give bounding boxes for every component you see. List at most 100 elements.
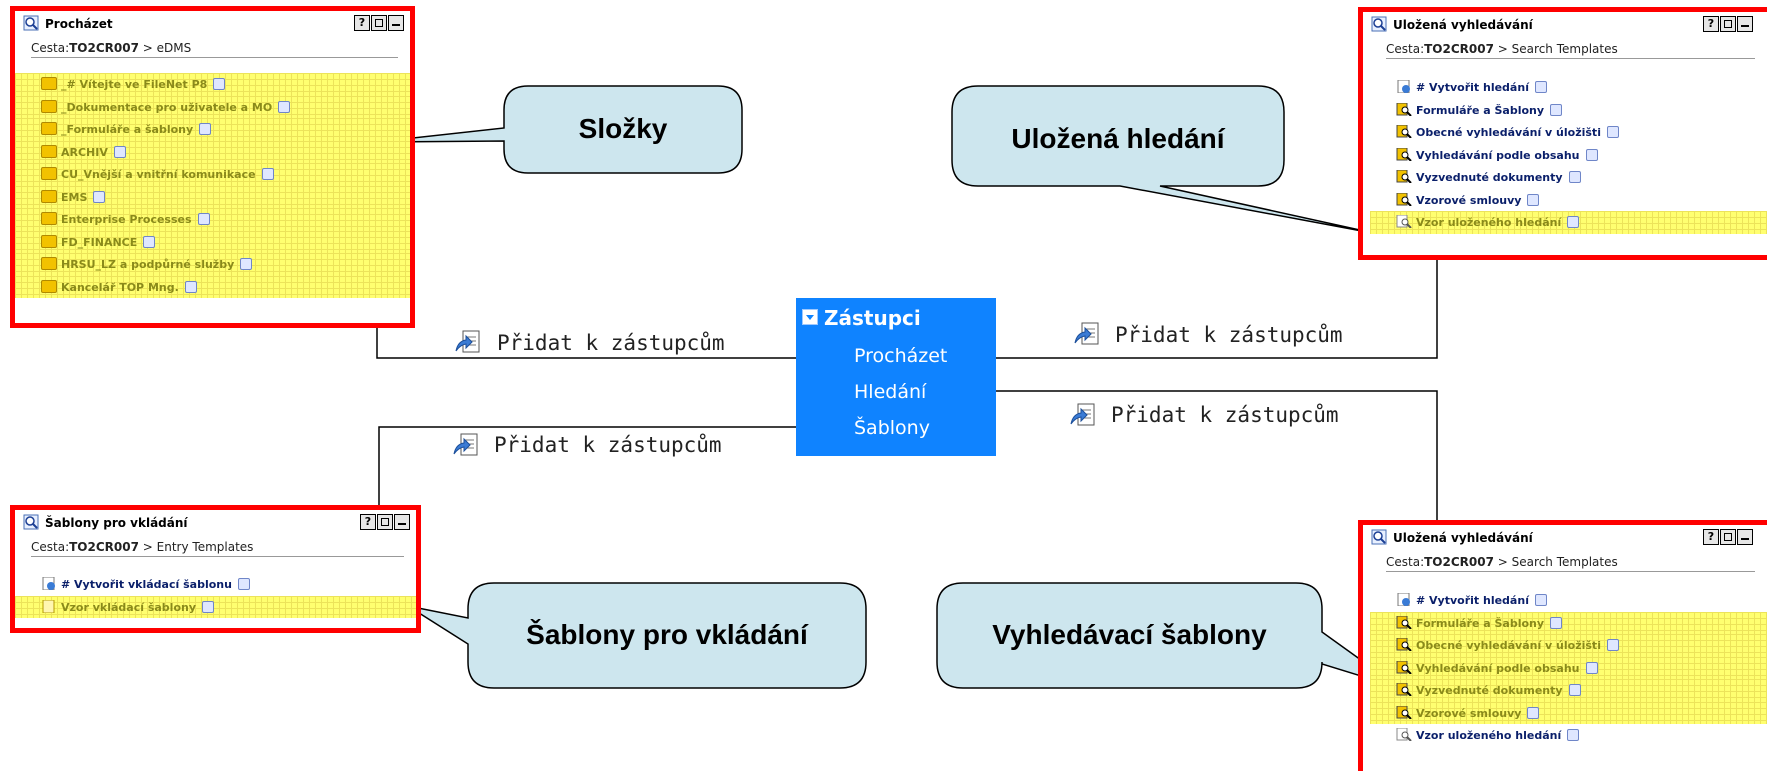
info-icon[interactable] [1527, 193, 1540, 206]
saved-search-item[interactable]: Vzor uloženého hledání [1370, 211, 1767, 234]
search-template-item[interactable]: Vzorové smlouvy [1370, 189, 1767, 212]
folder-item[interactable]: _Dokumentace pro uživatele a MO [15, 95, 410, 118]
create-entry-template-item[interactable]: # Vytvořit vkládací šablonu [15, 573, 416, 596]
info-icon[interactable] [1527, 706, 1540, 719]
breadcrumb: Cesta:TO2CR007 > Search Templates [1386, 555, 1755, 572]
folder-item[interactable]: FD_FINANCE [15, 230, 410, 253]
maximize-button[interactable] [1720, 16, 1736, 32]
info-icon[interactable] [143, 235, 156, 248]
callout-folders-shape [375, 85, 743, 174]
maximize-button[interactable] [1720, 529, 1736, 545]
folder-item[interactable]: Kancelář TOP Mng. [15, 275, 410, 298]
minimize-button[interactable] [1737, 16, 1753, 32]
info-icon[interactable] [1567, 216, 1580, 228]
info-icon[interactable] [261, 168, 274, 180]
info-icon[interactable] [1585, 661, 1598, 674]
breadcrumb: Cesta:TO2CR007 > eDMS [31, 41, 398, 58]
info-icon[interactable] [1568, 684, 1581, 696]
info-icon[interactable] [1568, 171, 1581, 183]
info-icon[interactable] [1606, 126, 1619, 138]
info-icon[interactable] [1534, 594, 1547, 606]
callout-search-templates-shape [936, 582, 1401, 689]
search-browse-icon [23, 514, 39, 530]
help-button[interactable]: ? [1703, 529, 1719, 545]
minimize-button[interactable] [1737, 529, 1753, 545]
info-icon[interactable] [202, 600, 214, 613]
info-icon[interactable] [278, 100, 291, 113]
search-template-icon [1396, 638, 1412, 651]
minimize-button[interactable] [388, 15, 404, 31]
breadcrumb: Cesta:TO2CR007 > Search Templates [1386, 42, 1755, 59]
folder-label: EMS [61, 190, 106, 204]
info-icon[interactable] [197, 213, 210, 225]
folder-item[interactable]: _Formuláře a šablony [15, 118, 410, 141]
help-button[interactable]: ? [1703, 16, 1719, 32]
minimize-button[interactable] [394, 514, 410, 530]
shortcut-browse[interactable]: Procházet [854, 345, 948, 367]
breadcrumb-repository[interactable]: TO2CR007 [1424, 555, 1494, 569]
help-button[interactable]: ? [354, 15, 370, 31]
info-icon[interactable] [1550, 103, 1563, 116]
search-template-item[interactable]: Obecné vyhledávání v úložišti [1370, 121, 1767, 144]
folder-label: _# Vítejte ve FileNet P8 [61, 78, 226, 91]
info-icon[interactable] [237, 578, 250, 590]
entry-template-item[interactable]: Vzor vkládací šablony [15, 595, 416, 618]
add-to-shortcuts-icon [455, 330, 480, 353]
create-search-item[interactable]: # Vytvořit hledání [1370, 589, 1767, 612]
info-icon[interactable] [1550, 616, 1563, 629]
folder-icon [41, 279, 57, 293]
folder-item[interactable]: Enterprise Processes [15, 208, 410, 231]
folder-item[interactable]: CU_Vnější a vnitřní komunikace [15, 163, 410, 186]
shortcut-templates[interactable]: Šablony [854, 417, 930, 439]
browse-panel-title: Procházet [45, 17, 113, 31]
folder-item[interactable]: EMS [15, 185, 410, 208]
info-icon[interactable] [1567, 729, 1580, 741]
maximize-button[interactable] [377, 514, 393, 530]
callout-entry-templates-label: Šablony pro vkládání [526, 619, 808, 650]
add-to-shortcuts-icon [1070, 403, 1095, 426]
search-template-icon [1396, 705, 1412, 719]
search-template-icon [1396, 147, 1412, 161]
breadcrumb-repository[interactable]: TO2CR007 [1424, 42, 1494, 56]
info-icon[interactable] [199, 123, 212, 135]
search-template-item[interactable]: Vzorové smlouvy [1370, 701, 1767, 724]
breadcrumb-prefix: Cesta: [31, 41, 70, 55]
info-icon[interactable] [240, 258, 253, 270]
info-icon[interactable] [1534, 81, 1547, 93]
folder-item[interactable]: ARCHIV [15, 140, 410, 163]
search-template-item[interactable]: Vyhledávání podle obsahu [1370, 144, 1767, 167]
info-icon[interactable] [113, 145, 126, 158]
add-to-shortcuts-label: Přidat k zástupcům [494, 433, 722, 457]
search-template-item[interactable]: Vyzvednuté dokumenty [1370, 679, 1767, 702]
info-icon[interactable] [184, 280, 197, 293]
entry-templates-header: Šablony pro vkládání ? [15, 510, 416, 536]
info-icon[interactable] [93, 190, 106, 203]
search-template-icon [1396, 660, 1412, 674]
search-template-item[interactable]: Formuláře a Šablony [1370, 99, 1767, 122]
saved-searches-controls: ? [1702, 529, 1753, 545]
entry-templates-panel: Šablony pro vkládání ? Cesta:TO2CR007 > … [10, 505, 421, 633]
search-template-item[interactable]: Vyzvednuté dokumenty [1370, 166, 1767, 189]
search-template-item[interactable]: Formuláře a Šablony [1370, 611, 1767, 634]
shortcut-search[interactable]: Hledání [854, 381, 927, 403]
search-template-item[interactable]: Obecné vyhledávání v úložišti [1370, 634, 1767, 657]
search-browse-icon [23, 15, 39, 31]
folder-item[interactable]: HRSU_LZ a podpůrné služby [15, 253, 410, 276]
create-search-item[interactable]: # Vytvořit hledání [1370, 76, 1767, 99]
browse-panel-controls: ? [353, 15, 404, 31]
callout-search-templates-label: Vyhledávací šablony [992, 619, 1267, 650]
saved-searches-header: Uložená vyhledávání ? [1363, 525, 1767, 551]
breadcrumb-repository[interactable]: TO2CR007 [69, 41, 139, 55]
saved-search-item[interactable]: Vzor uloženého hledání [1370, 724, 1767, 747]
collapse-icon[interactable] [802, 309, 818, 325]
info-icon[interactable] [213, 78, 226, 90]
folder-item[interactable]: _# Vítejte ve FileNet P8 [15, 73, 410, 96]
help-button[interactable]: ? [360, 514, 376, 530]
info-icon[interactable] [1585, 148, 1598, 161]
search-template-item[interactable]: Vyhledávání podle obsahu [1370, 656, 1767, 679]
maximize-button[interactable] [371, 15, 387, 31]
saved-search-icon [1396, 215, 1412, 228]
breadcrumb-repository[interactable]: TO2CR007 [69, 540, 139, 554]
saved-searches-panel-bottom: Uložená vyhledávání ? Cesta:TO2CR007 > S… [1358, 520, 1767, 771]
info-icon[interactable] [1606, 639, 1619, 651]
